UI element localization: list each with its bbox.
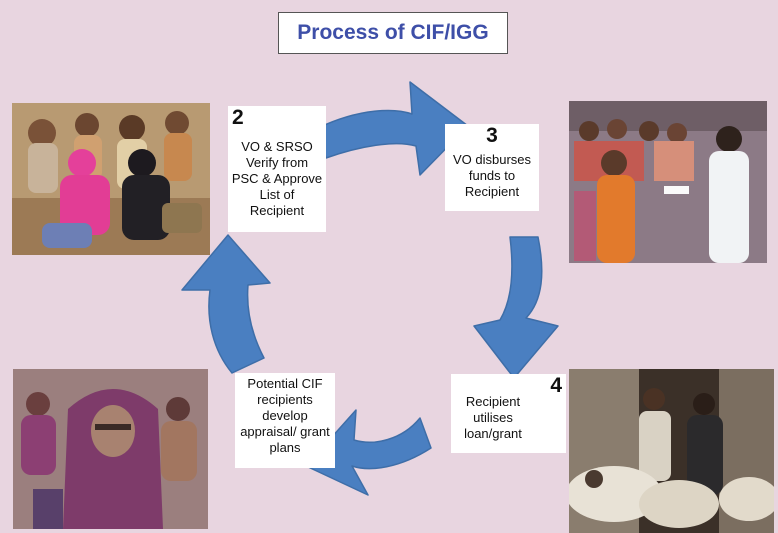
arrow-step2-to-step3 xyxy=(317,81,469,176)
step-number: 3 xyxy=(486,124,498,147)
arrow-step3-to-step4 xyxy=(473,236,559,379)
step-text: Recipient utilises loan/grant xyxy=(464,394,522,441)
step-2-box: 2 VO & SRSO Verify from PSC & Approve Li… xyxy=(228,106,326,232)
women-group-photo xyxy=(13,369,208,529)
arrow-step1-to-step2 xyxy=(181,234,271,374)
title-text: Process of CIF/IGG xyxy=(297,21,489,44)
step-text: VO disburses funds to Recipient xyxy=(452,152,532,199)
step-3-box: 3 VO disburses funds to Recipient xyxy=(445,124,539,211)
step-number: 4 xyxy=(550,374,562,397)
diagram-title: Process of CIF/IGG xyxy=(278,12,508,54)
step-text: Potential CIF recipients develop apprais… xyxy=(240,376,330,455)
livestock-recipients-photo xyxy=(569,369,774,533)
group-meeting-photo xyxy=(12,103,210,255)
step-4-box: 4 Recipient utilises loan/grant xyxy=(451,374,566,453)
step-number: 2 xyxy=(232,106,244,129)
step-text: VO & SRSO Verify from PSC & Approve List… xyxy=(231,139,323,218)
step-1-box: Potential CIF recipients develop apprais… xyxy=(235,373,335,468)
fund-disbursement-photo xyxy=(569,101,767,263)
